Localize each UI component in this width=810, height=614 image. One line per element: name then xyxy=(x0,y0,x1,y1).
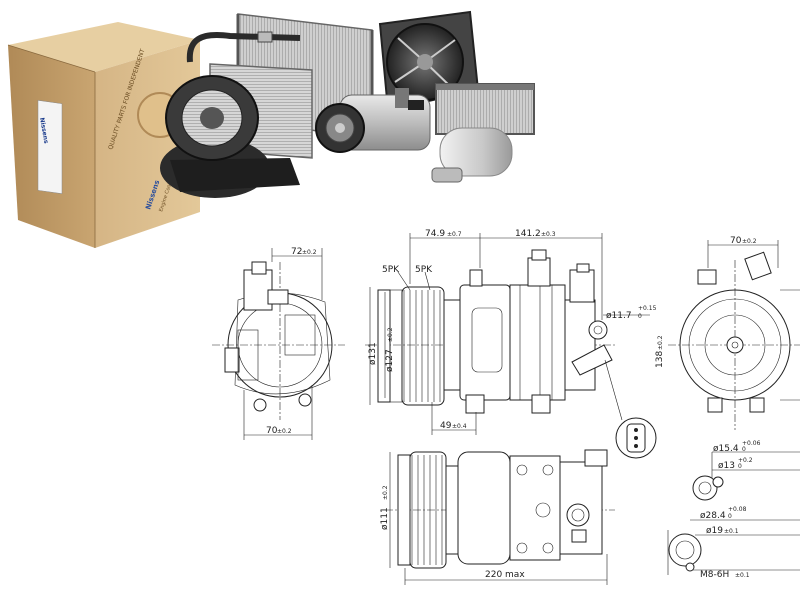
dim-top-span-b-tol: ±0.3 xyxy=(541,231,556,238)
dim-left-bottom-tol: ±0.2 xyxy=(277,428,292,435)
receiver-drier-photo xyxy=(431,127,513,183)
port-detail-large xyxy=(667,519,800,575)
dim-dia-28-4-tol-up: +0.08 xyxy=(728,506,747,513)
dim-dia-11-7-tol-low: 0 xyxy=(638,313,642,320)
dim-dia-15-4: ø15.4 xyxy=(713,444,739,454)
dim-thread: M8-6H xyxy=(700,570,729,580)
compressor-photo xyxy=(315,88,431,153)
connector-detail xyxy=(604,359,657,459)
dim-left-top: 72 xyxy=(291,247,302,257)
dim-right-top-tol: ±0.2 xyxy=(742,238,757,245)
dim-left-bottom: 70 xyxy=(266,426,278,436)
right-end-view xyxy=(668,240,800,430)
dim-dia-111-tol: ±0.2 xyxy=(382,485,389,500)
main-side-view xyxy=(365,233,650,435)
dim-right-height: 138 xyxy=(655,351,665,368)
cardboard-box: Nissens QUALITY PARTS FOR INDEPENDENT Ni… xyxy=(7,22,200,248)
dim-top-span-a-tol: ±0.7 xyxy=(447,231,462,238)
dim-overall-length: 220 max xyxy=(485,570,525,580)
dim-dia-111: ø111 xyxy=(380,507,390,530)
dim-left-top-tol: ±0.2 xyxy=(302,249,317,256)
box-brand-label: Nissens xyxy=(38,117,50,144)
dim-dia-13-tol-low: 0 xyxy=(738,463,742,470)
dim-bottom-span: 49 xyxy=(440,421,452,431)
ac-pipe-photo xyxy=(186,31,301,63)
dim-dia-19: ø19 xyxy=(706,526,723,536)
dim-dia-28-4-tol-low: 0 xyxy=(728,513,732,520)
dim-dia-13-tol-up: +0.2 xyxy=(738,457,753,464)
pulley-label-b: 5PK xyxy=(415,265,433,275)
left-end-view xyxy=(212,248,345,440)
dim-dia-13: ø13 xyxy=(718,461,735,471)
dim-dia-127: ø127 xyxy=(385,349,395,372)
dim-dia-19-tol: ±0.1 xyxy=(724,528,739,535)
dim-dia-15-4-tol-low: 0 xyxy=(742,446,746,453)
dim-right-top: 70 xyxy=(730,236,742,246)
pulley-label-a: 5PK xyxy=(382,265,400,275)
dim-top-span-b: 141.2 xyxy=(515,229,541,239)
dim-thread-tol: ±0.1 xyxy=(735,572,750,579)
dim-dia-131: ø131 xyxy=(368,342,378,365)
box-label xyxy=(37,100,63,194)
port-detail-small xyxy=(692,451,800,501)
dim-dia-11-7: ø11.7 xyxy=(606,311,632,321)
dim-dia-11-7-tol-up: +0.15 xyxy=(638,305,657,312)
dim-top-span-a: 74.9 xyxy=(425,229,445,239)
dim-dia-15-4-tol-up: +0.06 xyxy=(742,440,761,447)
heater-core-photo xyxy=(435,83,535,135)
dim-dia-127-tol: ±0.2 xyxy=(387,327,394,342)
blower-motor-photo xyxy=(160,75,300,198)
bottom-plan-view xyxy=(385,449,615,585)
dim-right-height-tol: ±0.2 xyxy=(657,335,664,350)
dim-bottom-span-tol: ±0.4 xyxy=(452,423,467,430)
dim-dia-28-4: ø28.4 xyxy=(700,511,726,521)
